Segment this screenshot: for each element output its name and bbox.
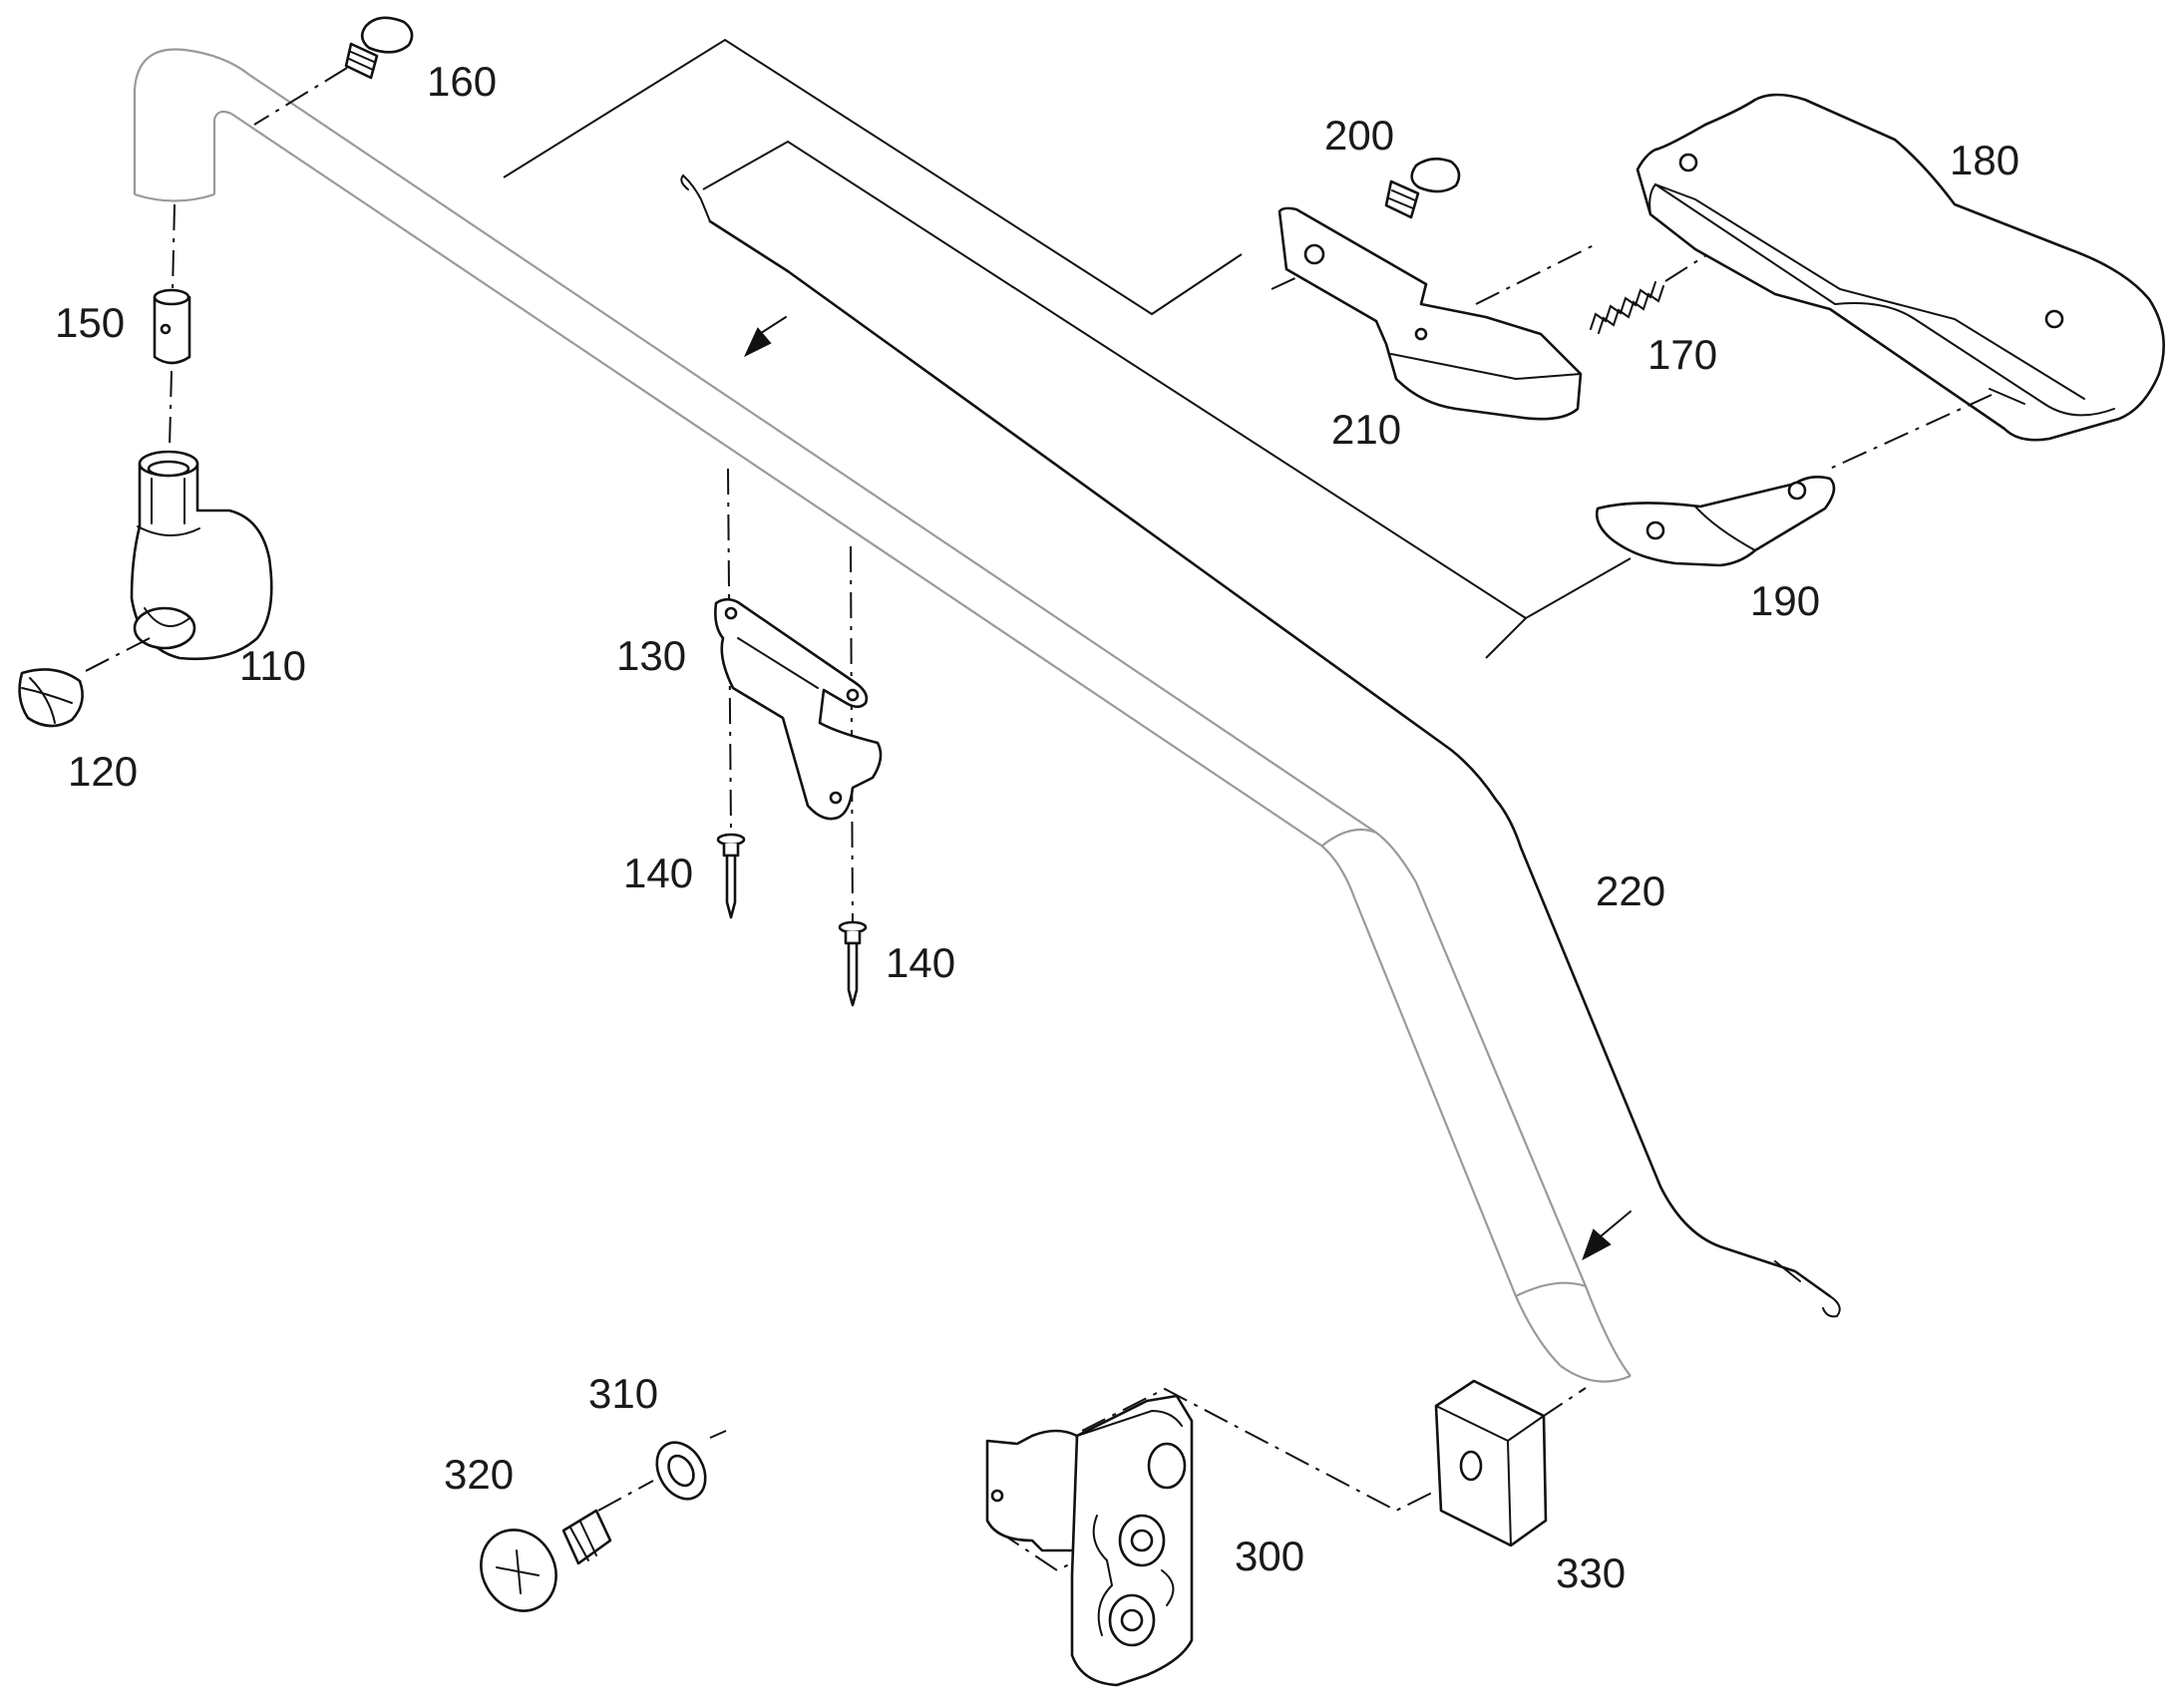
part-190-catch: [1596, 394, 1993, 567]
label-170: 170: [1647, 331, 1717, 378]
handle-tube: [133, 48, 1632, 1383]
label-210: 210: [1331, 406, 1401, 453]
label-330: 330: [1556, 1549, 1626, 1596]
part-140-rivet-right: [838, 920, 868, 1007]
part-labels: 110 120 130 140 140 150 160 170 180 190 …: [55, 58, 2019, 1596]
label-120: 120: [68, 748, 138, 795]
label-200: 200: [1324, 112, 1394, 159]
label-140-left: 140: [623, 850, 693, 896]
part-300-latch: [985, 1387, 1437, 1687]
part-200-screw: [1384, 157, 1461, 219]
part-310-washer: [655, 1430, 727, 1501]
label-130: 130: [616, 632, 686, 679]
part-220-cable: [680, 173, 1841, 1318]
part-210-lever: [1271, 206, 1583, 421]
label-310: 310: [588, 1370, 658, 1417]
part-180-grip: [1635, 93, 2165, 442]
part-140-rivet-left: [716, 833, 746, 919]
part-130-bracket: [714, 468, 883, 928]
part-330-nut-block: [1434, 1379, 1587, 1547]
label-140-right: 140: [886, 939, 955, 986]
part-320-screw: [480, 1480, 654, 1612]
part-110-elbow: [81, 450, 273, 674]
label-190: 190: [1750, 577, 1820, 624]
label-320: 320: [444, 1451, 514, 1498]
label-110: 110: [239, 642, 306, 689]
label-300: 300: [1235, 1533, 1304, 1579]
label-160: 160: [427, 58, 497, 105]
label-150: 150: [55, 299, 125, 346]
leader-lines: [503, 38, 1632, 659]
label-180: 180: [1950, 137, 2019, 183]
part-160-screw: [253, 16, 414, 126]
direction-arrows: [743, 316, 1632, 1261]
part-150-sleeve: [153, 203, 191, 448]
part-120-cap: [18, 668, 84, 728]
label-220: 220: [1596, 867, 1665, 914]
